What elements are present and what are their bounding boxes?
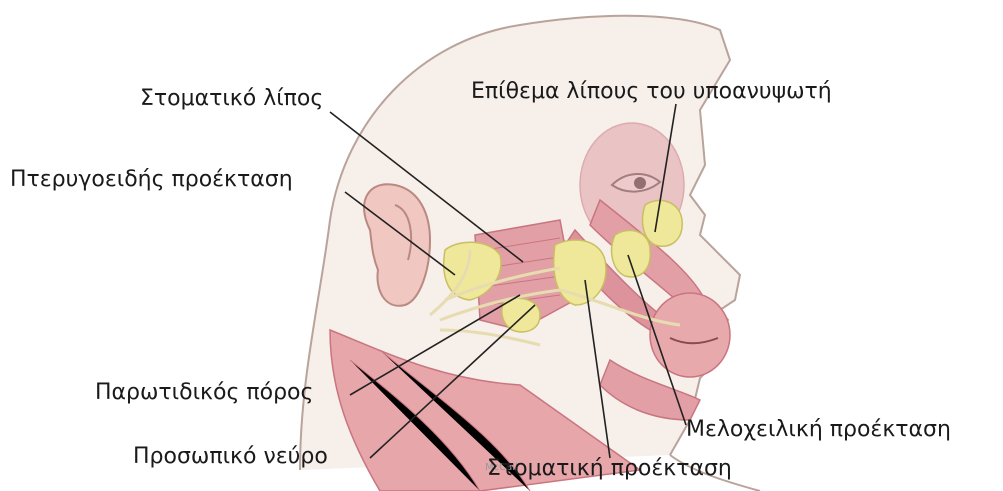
label-buccal-extension: Στοματική προέκταση bbox=[487, 456, 732, 482]
label-nasolabial-extension: Μελοχειλική προέκταση bbox=[686, 417, 951, 443]
orbicularis-oris bbox=[650, 293, 730, 377]
label-buccal-fat: Στοματικό λίπος bbox=[140, 86, 323, 112]
suborbicularis-fat-pad bbox=[642, 200, 682, 246]
label-parotid-duct: Παρωτιδικός πόρος bbox=[95, 380, 313, 406]
label-facial-nerve: Προσωπικό νεύρο bbox=[133, 444, 328, 470]
label-pterygoid-extension: Πτερυγοειδής προέκταση bbox=[10, 167, 293, 193]
label-suborbicularis-fat-pad: Επίθεμα λίπους του υποανυψωτή bbox=[471, 79, 832, 105]
